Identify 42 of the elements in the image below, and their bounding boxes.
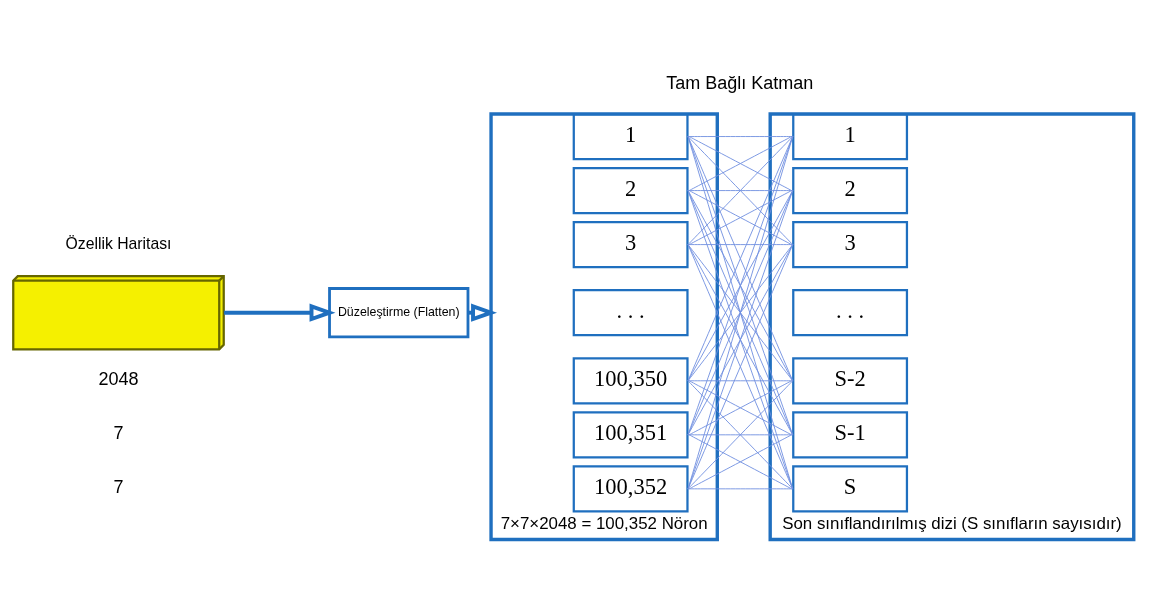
- connector: [687, 243, 794, 245]
- connector: [687, 379, 794, 489]
- label: 2048: [98, 368, 139, 389]
- connector: [687, 189, 794, 381]
- connector: [687, 189, 794, 489]
- connector: [687, 433, 794, 435]
- connector: [687, 243, 794, 489]
- connector: [687, 243, 794, 381]
- node-box: 100,352: [572, 464, 689, 512]
- connector: [687, 487, 794, 489]
- arrow: [224, 303, 336, 322]
- node-box: 2: [572, 166, 689, 214]
- connector: [688, 135, 793, 191]
- node-label: 7×7×2048 = 100,352 Nöron: [500, 513, 708, 533]
- label: Tam Bağlı Katman: [666, 72, 814, 93]
- node-box: . . .: [792, 288, 909, 336]
- connector: [687, 135, 794, 435]
- label: 7: [113, 476, 124, 497]
- node-box: 3: [572, 220, 689, 268]
- node-box: 2: [792, 166, 909, 214]
- connector: [687, 135, 794, 245]
- node-label: Özellik Haritası: [65, 234, 172, 252]
- node-box: S-1: [792, 410, 909, 458]
- connector: [688, 189, 793, 245]
- connector: [687, 379, 794, 381]
- node-box: S-2: [792, 356, 909, 404]
- node-box: S: [792, 464, 909, 512]
- connector: [687, 189, 794, 435]
- node-box: Düzeleştirme (Flatten): [328, 286, 470, 338]
- node-box: 3: [792, 220, 909, 268]
- node-box: 1: [792, 112, 909, 160]
- connector: [688, 379, 793, 435]
- node-box: . . .: [572, 288, 689, 336]
- node-box: 1: [572, 112, 689, 160]
- node-box: 100,351: [572, 410, 689, 458]
- connector: [687, 135, 794, 489]
- connector: [688, 433, 793, 489]
- node-box: 100,350: [572, 356, 689, 404]
- node-label: Son sınıflandırılmış dizi (S sınıfların sayısıdır): [782, 513, 1122, 533]
- label: 7: [113, 422, 124, 443]
- connector: [687, 243, 794, 435]
- connector: [687, 135, 794, 381]
